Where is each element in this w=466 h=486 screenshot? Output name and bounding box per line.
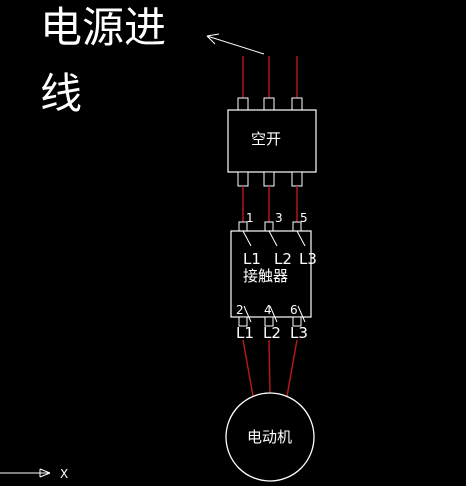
title-line-1: 电源进 <box>40 3 166 52</box>
phase-label-l3-bottom: L3 <box>290 324 308 342</box>
phase-label-l3-top: L3 <box>299 250 317 268</box>
axis-x-label: X <box>60 467 68 481</box>
title-line-2: 线 <box>40 69 82 118</box>
phase-label-l1-bottom: L1 <box>236 324 254 342</box>
breaker-to-contactor-wires <box>242 186 298 222</box>
leader-arrow <box>206 33 265 55</box>
contactor[interactable]: 1 3 5 L1 L2 L3 接触器 2 4 6 L1 L2 L3 <box>230 211 317 342</box>
breaker-label: 空开 <box>251 130 281 148</box>
ucs-axis-icon: X <box>0 467 68 481</box>
contactor-label: 接触器 <box>243 267 288 285</box>
terminal-label-5: 5 <box>300 211 308 225</box>
terminal-label-6: 6 <box>290 303 298 317</box>
terminal-label-3: 3 <box>275 211 283 225</box>
motor-label: 电动机 <box>247 428 292 446</box>
terminal-label-2: 2 <box>236 303 244 317</box>
terminal-label-4: 4 <box>264 303 272 317</box>
motor[interactable]: 电动机 <box>225 392 315 482</box>
phase-label-l1-top: L1 <box>243 250 261 268</box>
phase-label-l2-top: L2 <box>274 250 292 268</box>
contactor-to-motor-wires <box>242 339 298 397</box>
terminal-label-1: 1 <box>246 211 254 225</box>
phase-label-l2-bottom: L2 <box>263 324 281 342</box>
circuit-breaker[interactable]: 空开 <box>227 97 317 187</box>
power-input-wires <box>242 56 298 98</box>
